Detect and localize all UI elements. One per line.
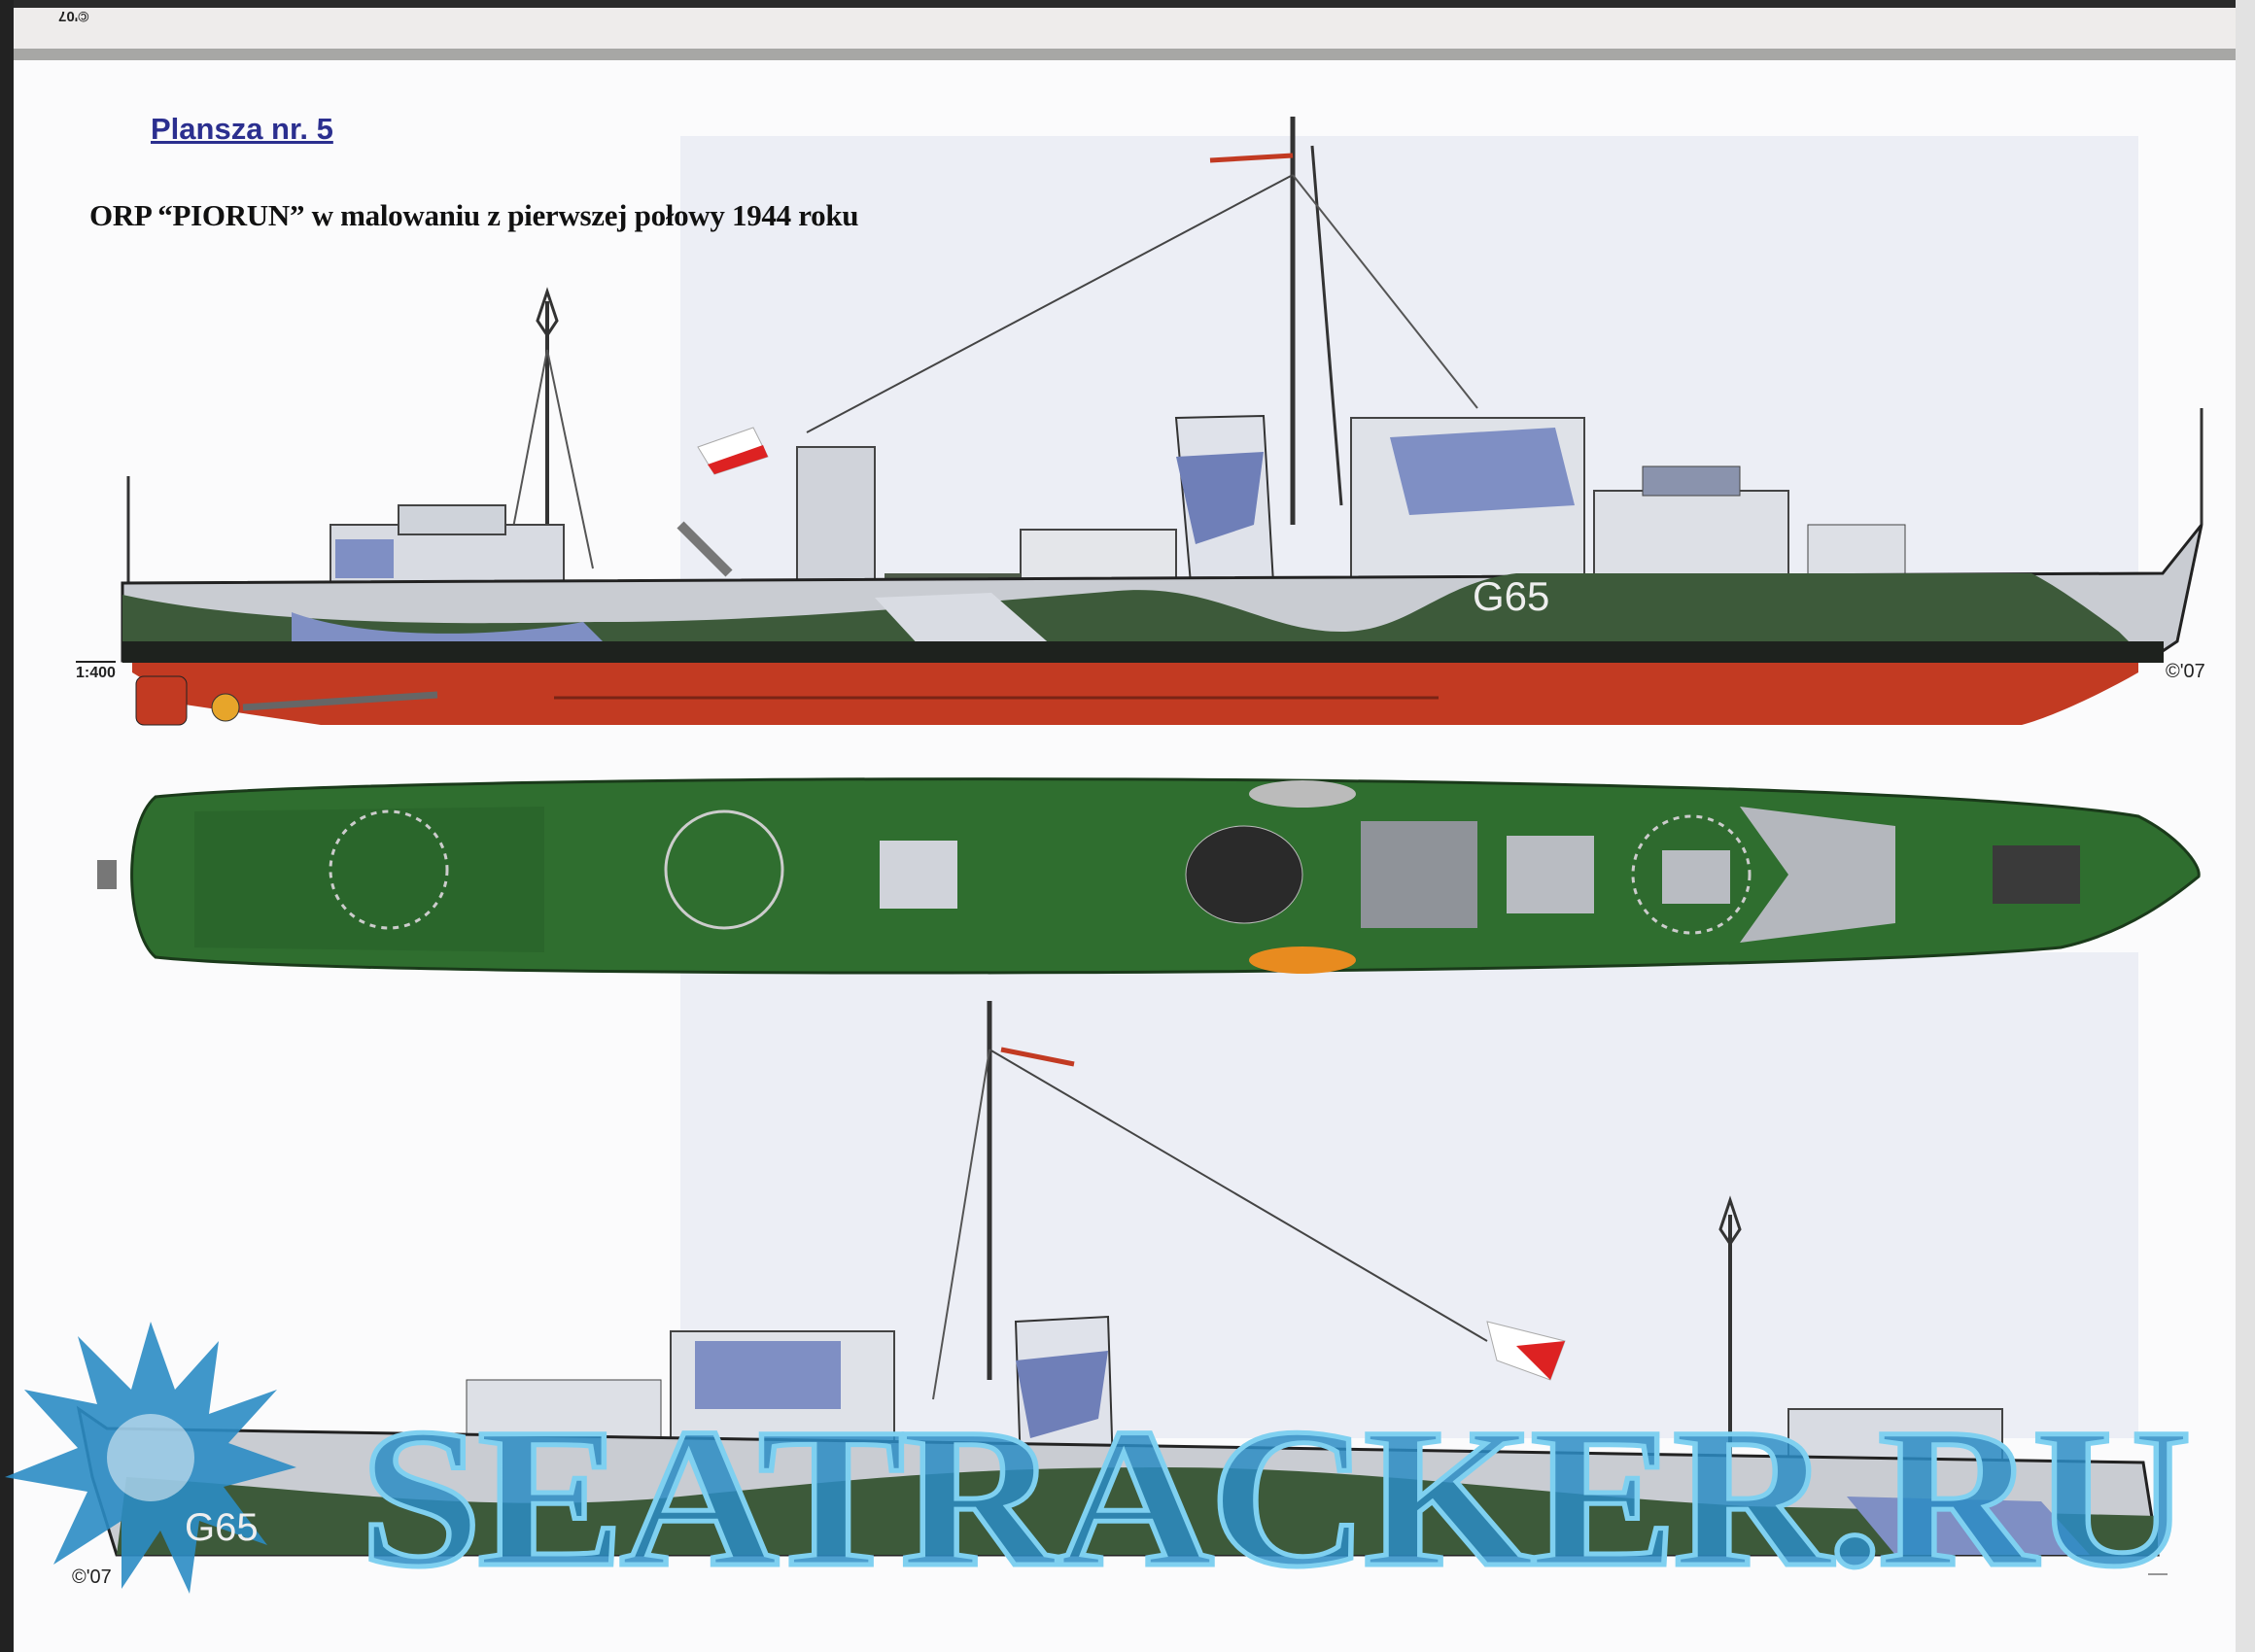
copyright-bottom: ©'07 — [72, 1566, 112, 1588]
page-title: ORP “PIORUN” w malowaniu z pierwszej poł… — [89, 198, 859, 232]
watermark: SEATRACKER.RU — [5, 1322, 2194, 1611]
scan-edge-top — [0, 0, 2255, 8]
ship-profile-top: G65 — [121, 117, 2203, 726]
scan-edge-left — [0, 0, 14, 1652]
watermark-text: SEATRACKER.RU — [360, 1388, 2187, 1608]
corner-mark: ©'07 — [58, 8, 89, 24]
ship-plan-view — [97, 777, 2201, 975]
binding-bar — [14, 49, 2255, 60]
copyright-top: ©'07 — [2166, 661, 2205, 682]
hull-number-bottom: G65 — [185, 1506, 259, 1549]
scale-label: 1:400 — [76, 661, 116, 682]
starburst-logo — [5, 1322, 296, 1594]
hull-number-top: G65 — [1473, 573, 1549, 619]
bleed-through — [680, 136, 2138, 1438]
previous-page-strip — [14, 8, 2255, 51]
scan-edge-right — [2236, 0, 2255, 1652]
plate-label: Plansza nr. 5 — [151, 112, 333, 146]
